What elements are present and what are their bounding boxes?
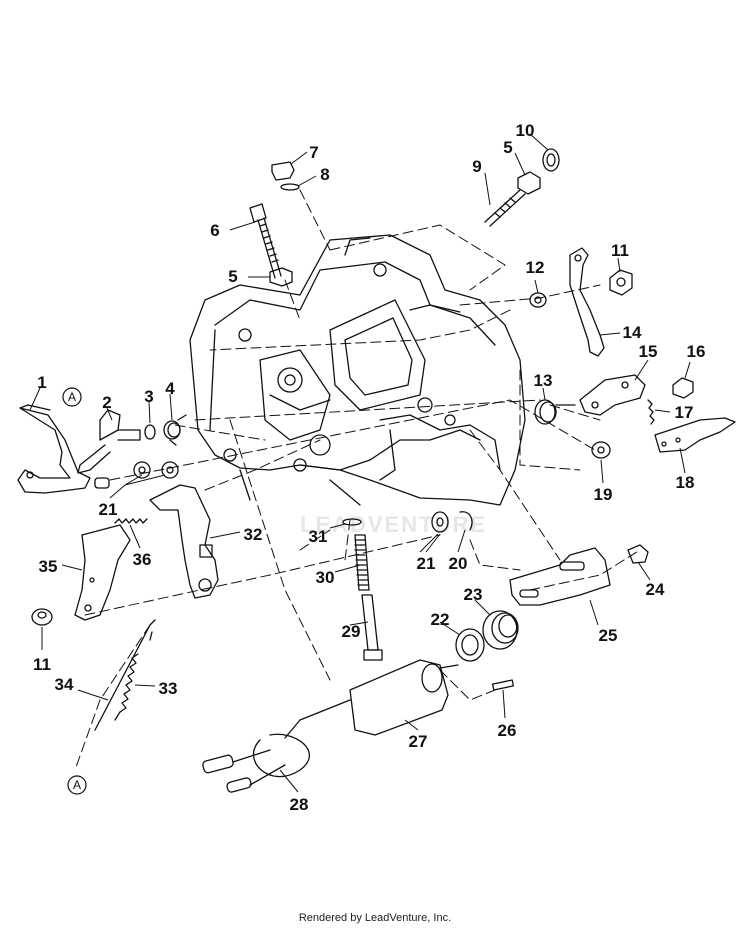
part-washer-19: [591, 441, 611, 459]
part-screw-24: [627, 544, 649, 564]
part-lever-35: [74, 524, 131, 621]
callout-7: 7: [309, 143, 318, 162]
callout-21-left: 21: [99, 500, 118, 519]
part-spring-4: [163, 414, 187, 446]
part-pin-26: [491, 679, 515, 691]
part-connector-28: [202, 733, 310, 793]
footer-credit: Rendered by LeadVenture, Inc.: [298, 912, 452, 924]
part-nut-11-left: [31, 608, 53, 626]
callout-23: 23: [464, 585, 483, 604]
callout-27: 27: [409, 732, 428, 751]
part-control-shaft: [77, 409, 141, 489]
callout-1: 1: [37, 373, 46, 392]
callout-14: 14: [623, 323, 642, 342]
part-spring-13: [534, 399, 576, 425]
part-nut-11-right: [609, 269, 633, 296]
callout-8: 8: [320, 165, 329, 184]
callout-13: 13: [534, 371, 553, 390]
part-bolt-6: [249, 203, 282, 279]
callout-3: 3: [144, 387, 153, 406]
part-solenoid-27: [284, 659, 459, 739]
callout-33: 33: [159, 679, 178, 698]
callout-19: 19: [594, 485, 613, 504]
callout-32: 32: [244, 525, 263, 544]
callout-36: 36: [133, 550, 152, 569]
part-bracket-25: [509, 547, 611, 606]
part-rod-34: [94, 619, 156, 731]
part-bushing-23: [482, 610, 519, 650]
engine-housing: [189, 234, 526, 506]
part-arm-18: [654, 417, 736, 453]
part-washer-12: [529, 292, 547, 308]
callouts: 1 2 3 4 5 5 6 7 8 9 10 11 11 12 13 14 15…: [33, 121, 705, 814]
part-link-14: [569, 247, 605, 357]
callout-10: 10: [516, 121, 535, 140]
leader-lines: [29, 133, 691, 793]
callout-6: 6: [210, 221, 219, 240]
part-washer-8: [280, 183, 300, 191]
callout-4: 4: [165, 379, 175, 398]
watermark-text: LEADVENTURE: [300, 512, 487, 537]
callout-24: 24: [646, 580, 665, 599]
callout-29: 29: [342, 622, 361, 641]
callout-35: 35: [39, 557, 58, 576]
callout-18: 18: [676, 473, 695, 492]
svg-text:A: A: [68, 390, 76, 404]
callout-9: 9: [472, 157, 481, 176]
svg-text:A: A: [73, 778, 81, 792]
callout-2: 2: [102, 393, 111, 412]
part-stud-9: [484, 189, 526, 227]
part-plug-7: [271, 161, 295, 181]
part-washer-21-right: [431, 511, 449, 533]
callout-21-right: 21: [417, 554, 436, 573]
part-washer-3: [144, 424, 156, 440]
callout-31: 31: [309, 527, 328, 546]
reference-mark-a-bottom: A: [67, 775, 87, 795]
part-bolt-29: [361, 594, 383, 661]
callout-12: 12: [526, 258, 545, 277]
callout-25: 25: [599, 626, 618, 645]
callout-5-center: 5: [228, 267, 237, 286]
part-throttle-lever: [17, 404, 91, 494]
callout-30: 30: [316, 568, 335, 587]
part-nut-5-right: [517, 171, 541, 195]
part-spring-33: [114, 631, 153, 721]
part-spring-36: [114, 518, 148, 524]
callout-26: 26: [498, 721, 517, 740]
callout-15: 15: [639, 342, 658, 361]
callout-20: 20: [449, 554, 468, 573]
part-nut-5-center: [269, 267, 293, 287]
part-washer-22: [455, 628, 485, 662]
part-clip-20: [459, 511, 473, 531]
callout-28: 28: [290, 795, 309, 814]
callout-11-left: 11: [33, 655, 51, 674]
part-spring-30: [354, 534, 370, 591]
callout-11-right: 11: [611, 241, 629, 260]
part-governor-lever-32: [149, 484, 219, 599]
part-washer-10: [542, 148, 560, 172]
callout-17: 17: [675, 403, 694, 422]
reference-mark-a-top: A: [62, 387, 82, 407]
part-spring-17: [647, 399, 655, 425]
part-washers-21-left: [133, 461, 179, 479]
part-bracket-15: [579, 374, 646, 416]
part-washer-31: [342, 518, 362, 526]
part-screw-16: [672, 377, 694, 399]
callout-16: 16: [687, 342, 706, 361]
callout-5-top: 5: [503, 138, 512, 157]
callout-34: 34: [55, 675, 74, 694]
callout-22: 22: [431, 610, 450, 629]
